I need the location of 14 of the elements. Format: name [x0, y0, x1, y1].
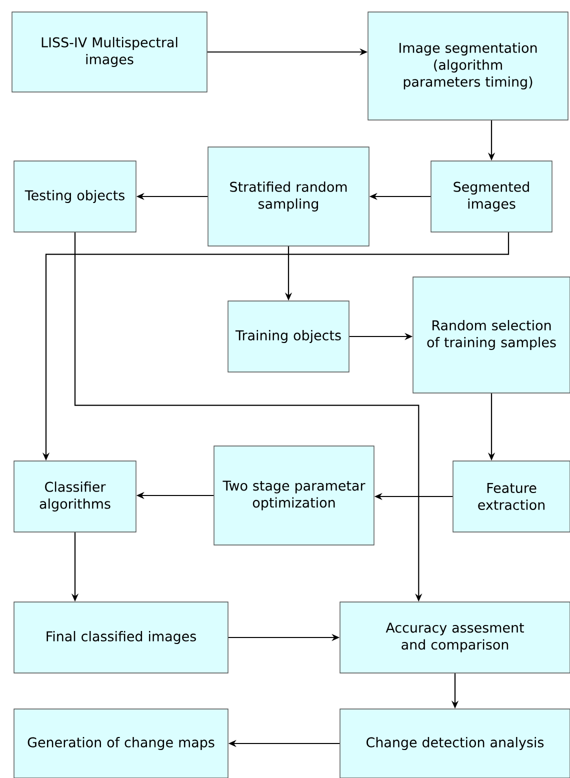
process-box: Final classified images: [14, 602, 228, 674]
process-box: Accuracy assesment and comparison: [340, 602, 570, 674]
process-box: Change detection analysis: [340, 708, 570, 778]
process-box: Two stage parametar optimization: [214, 446, 374, 546]
process-box: Stratified random sampling: [208, 146, 370, 246]
process-box: Random selection of training samples: [412, 276, 570, 394]
process-box: LISS-IV Multispectral images: [12, 12, 208, 92]
process-box: Image segmentation (algorithm parameters timing): [368, 12, 568, 120]
process-box: Segmented images: [430, 160, 552, 232]
process-box: Generation of change maps: [14, 708, 228, 778]
process-box: Feature extraction: [452, 460, 570, 532]
process-box: Classifier algorithms: [14, 460, 136, 532]
process-box: Testing objects: [14, 160, 136, 232]
process-box: Training objects: [228, 300, 350, 372]
